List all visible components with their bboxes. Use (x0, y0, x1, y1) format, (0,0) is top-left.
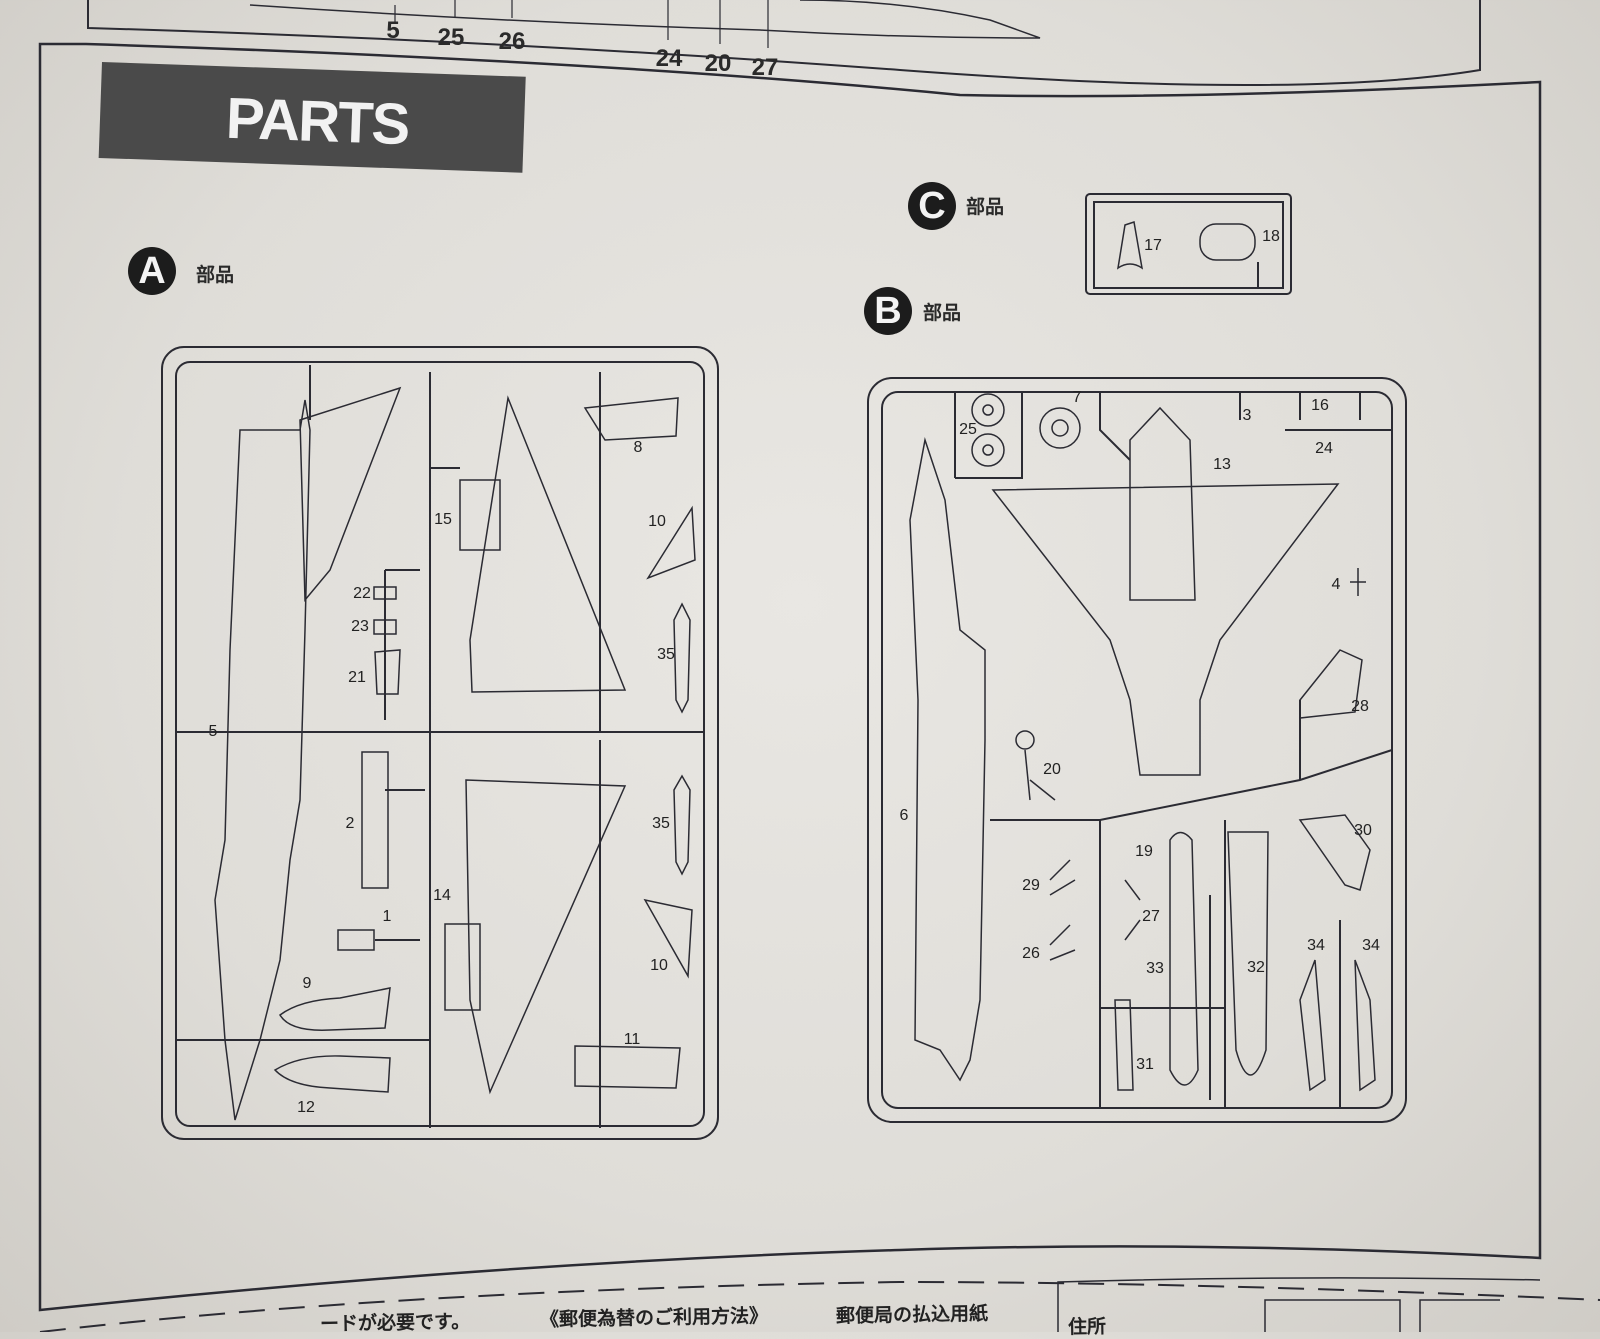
callout-number: 27 (751, 54, 779, 81)
part-number: 23 (351, 618, 369, 635)
part-a2 (361, 751, 389, 889)
part-b34a (1299, 959, 1326, 1092)
part-b6-fuselage (909, 437, 986, 1082)
part-number: 14 (433, 887, 451, 904)
part-number: 25 (959, 421, 977, 438)
part-number: 9 (302, 975, 312, 992)
part-a23 (373, 619, 397, 635)
part-b7 (1039, 407, 1081, 449)
sprue-b-frame (867, 377, 1407, 1123)
part-number: 31 (1136, 1056, 1154, 1073)
callout-number: 5 (386, 17, 400, 44)
part-number: 21 (348, 669, 366, 686)
top-panel-border (87, 0, 1481, 86)
parts-panel-border (38, 42, 1542, 1312)
part-number: 29 (1022, 877, 1040, 894)
sprue-a-label: 部品 (196, 264, 235, 286)
part-a35 (673, 602, 691, 714)
sprue-c-frame (1085, 193, 1292, 295)
part-number: 8 (633, 439, 643, 456)
sprue-a-badge: A (128, 247, 176, 295)
part-number: 20 (1043, 761, 1061, 778)
part-number: 32 (1247, 959, 1265, 976)
sprue-a-parts (214, 386, 696, 1121)
footer-text-address: 住所 (1067, 1315, 1107, 1339)
part-number: 13 (1213, 456, 1231, 473)
part-number: 10 (650, 957, 668, 974)
callout-number: 20 (704, 50, 732, 77)
part-number: 35 (652, 815, 670, 832)
previous-step-aircraft (249, 0, 1041, 39)
part-a11 (574, 1045, 681, 1089)
sprue-b-badge: B (864, 287, 912, 335)
part-number: 19 (1135, 843, 1153, 860)
part-number: 16 (1311, 397, 1329, 414)
section-title: PARTS (224, 85, 410, 158)
callout-number: 25 (437, 24, 465, 51)
part-number: 33 (1146, 960, 1164, 977)
part-a35b (673, 774, 691, 876)
part-number: 24 (1315, 440, 1333, 457)
part-a21 (374, 649, 401, 695)
part-a10 (646, 505, 696, 580)
part-number: 34 (1362, 937, 1380, 954)
part-number: 5 (208, 723, 218, 740)
part-a12 (273, 1055, 391, 1093)
part-a22 (373, 586, 397, 600)
part-number: 34 (1307, 937, 1325, 954)
part-a5-tail (299, 386, 402, 603)
part-c18 (1199, 223, 1256, 261)
part-number: 35 (657, 646, 675, 663)
part-b27 (1124, 879, 1141, 941)
part-b25a (971, 393, 1005, 427)
part-number: 17 (1144, 237, 1162, 254)
part-number: 12 (297, 1099, 315, 1116)
part-b26 (1049, 924, 1076, 961)
part-number: 2 (345, 815, 355, 832)
part-b34b (1354, 959, 1376, 1092)
part-number: 27 (1142, 908, 1160, 925)
part-a1 (337, 929, 375, 951)
part-a15-wing (469, 395, 627, 693)
sprue-c-label: 部品 (966, 196, 1005, 218)
part-b4 (1350, 568, 1366, 596)
part-a5-fuselage (214, 399, 311, 1121)
part-b28 (1299, 649, 1363, 719)
part-number: 10 (648, 513, 666, 530)
part-b25b (971, 433, 1005, 467)
footer-text-postal-order: 《郵便為替のご利用方法》 (539, 1305, 769, 1331)
part-a10b (643, 898, 693, 979)
part-number: 7 (1072, 389, 1082, 406)
part-number: 11 (623, 1031, 641, 1048)
part-a8 (583, 397, 679, 441)
part-number: 18 (1262, 228, 1280, 245)
part-number: 3 (1242, 407, 1252, 424)
footer-text-payment-slip: 郵便局の払込用紙 (835, 1302, 989, 1328)
part-b20 (1015, 730, 1035, 750)
part-number: 26 (1022, 945, 1040, 962)
part-number: 30 (1354, 822, 1372, 839)
part-number: 4 (1331, 576, 1341, 593)
part-number: 6 (899, 807, 909, 824)
sprue-c-badge: C (908, 182, 956, 230)
sprue-b-parts (909, 393, 1376, 1092)
part-b33 (1169, 831, 1199, 1086)
cut-line (39, 1280, 1600, 1332)
callout-number: 26 (498, 28, 526, 55)
part-number: 22 (353, 585, 371, 602)
part-a14-wing (465, 779, 627, 1095)
part-b30 (1298, 814, 1371, 891)
sprue-a-frame (161, 346, 719, 1140)
sprue-b-label: 部品 (923, 302, 962, 324)
part-b29 (1049, 859, 1076, 896)
part-number: 28 (1351, 698, 1369, 715)
part-a9 (279, 987, 391, 1031)
part-c17 (1116, 221, 1144, 270)
callout-number: 24 (655, 45, 683, 72)
part-b31 (1114, 999, 1134, 1091)
part-number: 1 (382, 908, 392, 925)
part-number: 15 (434, 511, 452, 528)
part-b13-lower-wing (991, 483, 1340, 776)
part-b32 (1227, 831, 1269, 1076)
